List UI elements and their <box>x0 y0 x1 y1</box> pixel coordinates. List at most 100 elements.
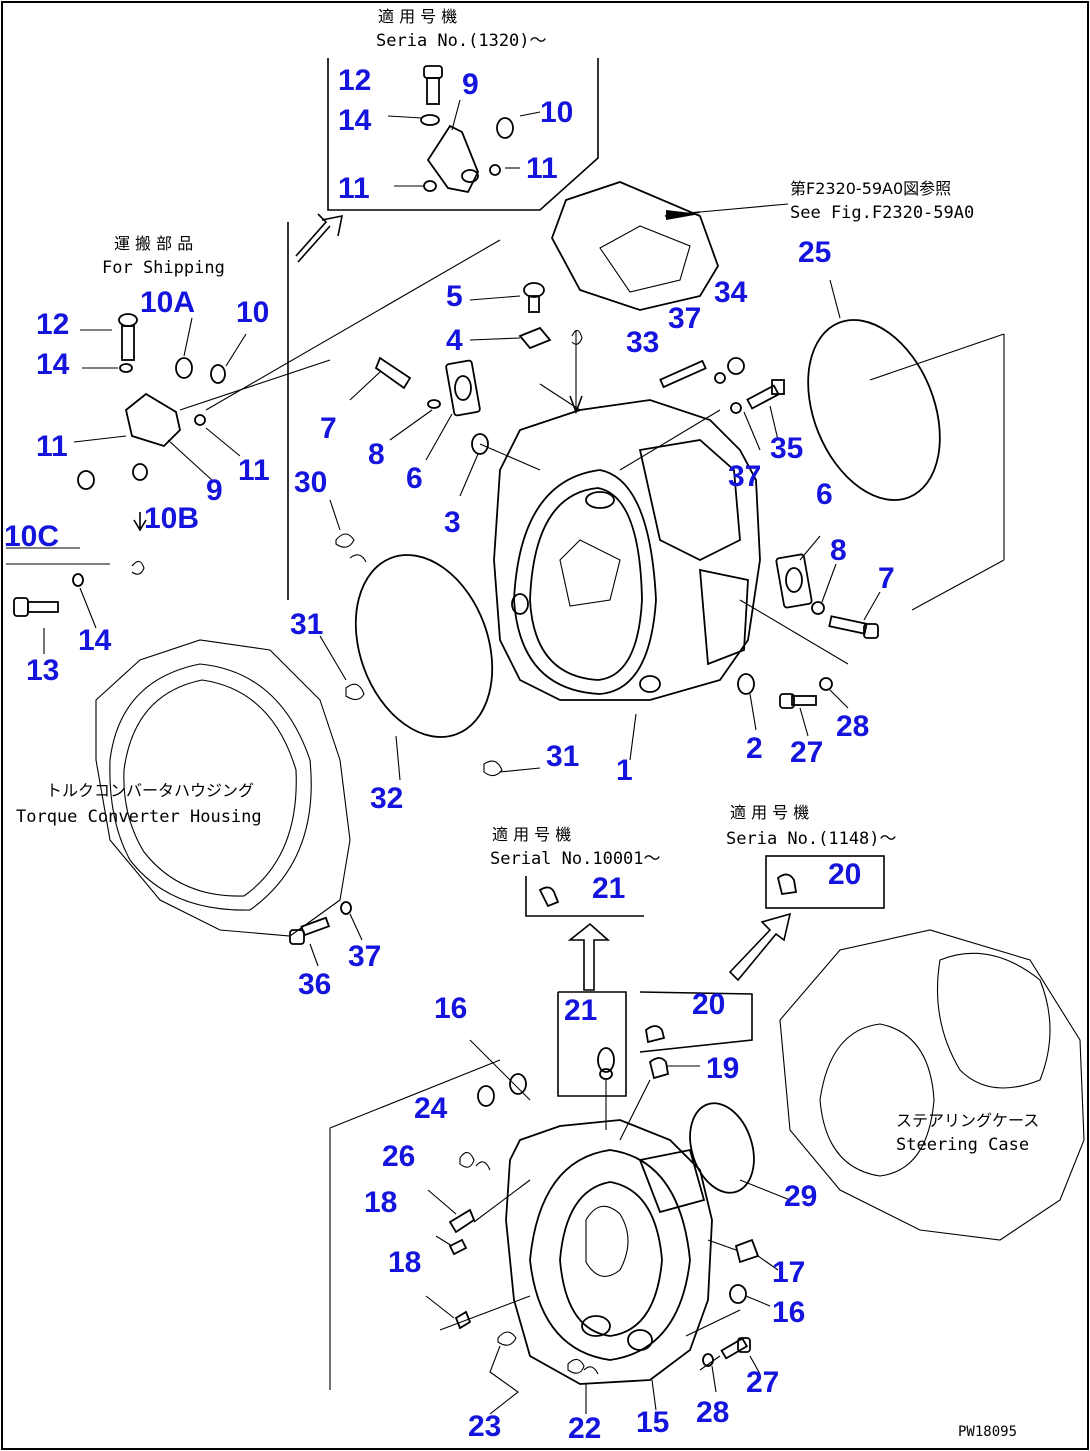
bolt-icon <box>523 282 545 313</box>
note-serial-1148-jp: 適 用 号 機 <box>730 803 809 822</box>
callout-label: 22 <box>568 1412 601 1445</box>
callout-label: 9 <box>462 68 479 101</box>
note-steering-en: Steering Case <box>896 1135 1029 1155</box>
oring-icon <box>345 683 365 701</box>
arrow-icon <box>297 214 344 263</box>
washer-icon <box>714 372 726 384</box>
callout-label: 14 <box>36 348 70 381</box>
callout-label: 29 <box>784 1180 817 1213</box>
plug-icon <box>597 1047 615 1073</box>
note-serial-10001-jp: 適 用 号 機 <box>492 825 571 844</box>
callout-label: 9 <box>206 474 223 507</box>
plug-icon <box>210 364 226 384</box>
plug-icon <box>132 463 148 481</box>
plug-icon <box>729 1284 747 1304</box>
lower-small-parts <box>425 991 791 1415</box>
washer-icon <box>427 399 441 409</box>
bolt-icon <box>746 379 785 410</box>
note-serial-1320-en: Seria No.(1320)～ <box>376 31 547 51</box>
callout-label: 20 <box>828 858 861 891</box>
gasket-ring-icon <box>354 554 494 738</box>
callout-label: 6 <box>816 478 833 511</box>
oring-icon <box>489 164 501 176</box>
callout-label: 8 <box>368 438 385 471</box>
callout-label: 15 <box>636 1406 669 1439</box>
callout-label: 28 <box>696 1396 729 1429</box>
plug-icon <box>496 117 514 139</box>
callout-label: 7 <box>320 412 337 445</box>
callout-label: 21 <box>564 994 597 1027</box>
callout-label: 7 <box>878 562 895 595</box>
plug-icon <box>477 1085 495 1107</box>
plug-icon <box>448 1238 468 1256</box>
oring-icon <box>423 180 437 192</box>
oring-icon <box>459 1151 491 1171</box>
inset-serial-1148: 適 用 号 機 Seria No.(1148)～ <box>726 803 897 982</box>
bolt-icon <box>289 916 331 945</box>
callout-label: 20 <box>692 988 725 1021</box>
note-shipping-en: For Shipping <box>102 258 225 278</box>
valve-body: 第F2320-59A0図参照 See Fig.F2320-59A0 <box>551 179 974 311</box>
plug-icon <box>776 873 798 896</box>
plug-icon <box>538 886 560 908</box>
torque-converter-housing: トルクコンバータハウジング Torque Converter Housing <box>16 639 363 967</box>
callout-labels: 12 9 14 10 11 11 12 10A 10 14 11 11 9 10… <box>4 64 895 1445</box>
cover-plate-icon <box>775 553 813 609</box>
gasket-icon <box>518 326 552 350</box>
note-torque-en: Torque Converter Housing <box>16 807 262 827</box>
note-serial-10001-en: Serial No.10001～ <box>490 849 661 869</box>
oring-icon <box>567 1358 599 1375</box>
plug-icon <box>734 1238 760 1264</box>
callout-label: 4 <box>446 324 463 357</box>
callout-label: 35 <box>770 432 803 465</box>
callout-label: 34 <box>714 276 748 309</box>
washer-icon <box>811 601 825 615</box>
plug-icon <box>454 1310 472 1330</box>
callout-label: 16 <box>772 1296 805 1329</box>
washer-icon <box>119 363 133 373</box>
callout-label: 1 <box>616 754 633 787</box>
nut-icon <box>727 357 745 375</box>
plate-icon <box>124 392 181 448</box>
plate-icon <box>426 124 479 194</box>
callout-label: 8 <box>830 534 847 567</box>
callout-label: 14 <box>338 104 372 137</box>
center-small-parts <box>349 282 785 497</box>
callout-label: 36 <box>298 968 331 1001</box>
callout-label: 19 <box>706 1052 739 1085</box>
plug-icon <box>448 1208 476 1234</box>
plug-icon <box>77 470 95 490</box>
callout-label: 12 <box>338 64 371 97</box>
oring-icon <box>335 533 367 563</box>
arrow-icon <box>567 922 611 991</box>
callout-label: 30 <box>294 466 327 499</box>
callout-label: 27 <box>746 1366 779 1399</box>
callout-label: 37 <box>348 940 381 973</box>
plug-icon <box>175 357 193 379</box>
bolt-icon <box>13 597 59 617</box>
plug-icon <box>645 1025 666 1044</box>
callout-label: 10B <box>144 502 199 535</box>
shipping-parts-group: 運 搬 部 品 For Shipping <box>6 222 501 654</box>
cover-plate-icon <box>445 359 481 417</box>
callout-label: 14 <box>78 624 112 657</box>
callout-label: 32 <box>370 782 403 815</box>
washer-icon <box>340 901 352 915</box>
callout-label: 11 <box>338 172 370 205</box>
lower-housing <box>329 1059 741 1390</box>
callout-label: 10 <box>236 296 269 329</box>
callout-label: 10 <box>540 96 573 129</box>
note-serial-1148-en: Seria No.(1148)～ <box>726 829 897 849</box>
callout-label: 27 <box>790 736 823 769</box>
callout-label: 31 <box>546 740 579 773</box>
callout-label: 12 <box>36 308 69 341</box>
bolt-icon <box>828 615 879 639</box>
gasket-ring-icon <box>689 1102 755 1194</box>
callout-label: 3 <box>444 506 461 539</box>
plug-icon <box>471 433 489 455</box>
plug-icon <box>648 1057 670 1080</box>
transmission-housing <box>493 329 761 701</box>
drawing-code: PW18095 <box>958 1424 1017 1440</box>
note-torque-jp: トルクコンバータハウジング <box>46 781 254 800</box>
